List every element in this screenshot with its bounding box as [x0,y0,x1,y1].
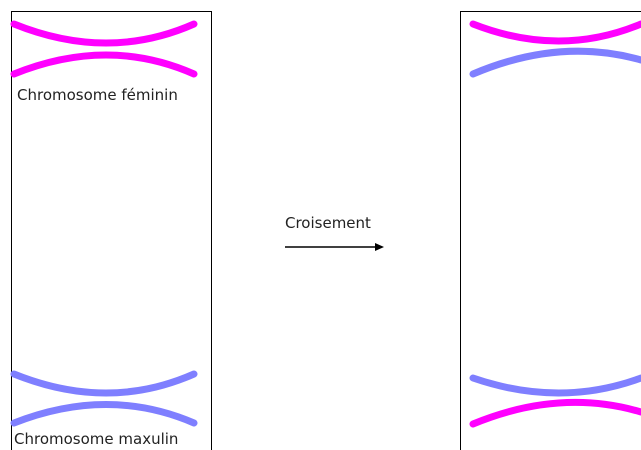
arrow-head-icon [375,243,384,251]
right-bottom-male-arc [469,374,641,397]
right-top-chromosome-pair [469,20,641,78]
left-male-lower-arc [10,401,198,427]
left-female-chromosome-pair [10,20,198,78]
right-bottom-chromosome-pair [469,374,641,428]
right-panel-after [460,11,641,450]
left-female-lower-arc [10,51,198,78]
male-chromosome-label: Chromosome maxulin [14,430,179,448]
left-male-chromosome-pair [10,370,198,427]
crossing-arrow [285,243,384,251]
crossing-over-label: Croisement [285,214,371,232]
right-top-male-arc [469,47,641,78]
female-chromosome-label: Chromosome féminin [17,86,178,104]
left-male-upper-arc [10,370,198,397]
right-top-female-arc [469,20,641,45]
left-female-upper-arc [10,20,198,47]
right-bottom-female-arc [469,398,641,428]
